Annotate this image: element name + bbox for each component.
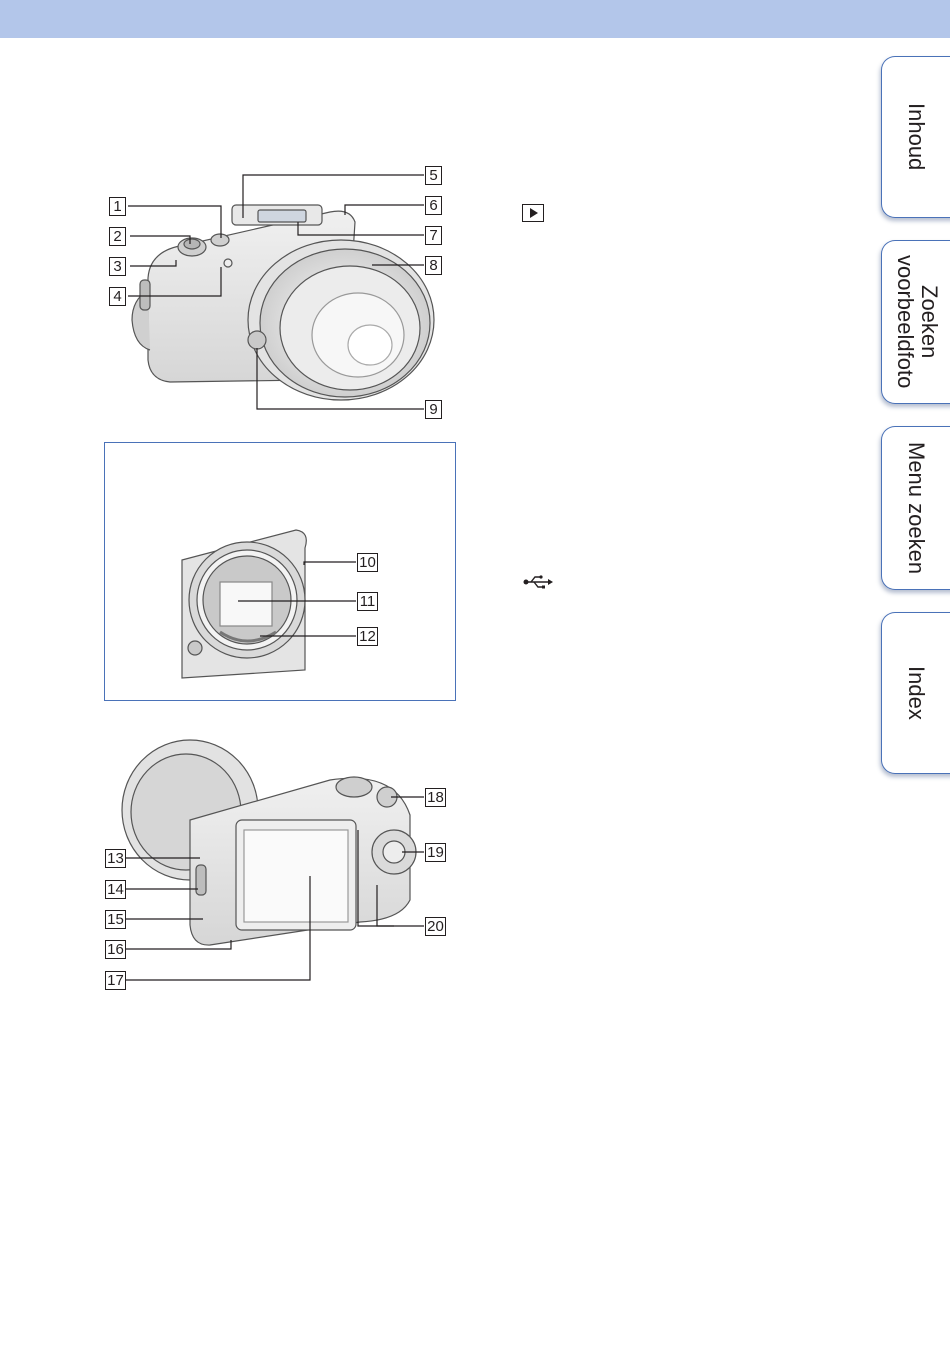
callout-9: 9 — [425, 400, 442, 419]
usb-icon — [523, 575, 553, 589]
callout-11: 11 — [357, 592, 378, 611]
callout-2: 2 — [109, 227, 126, 246]
callout-12: 12 — [357, 627, 378, 646]
callout-13: 13 — [105, 849, 126, 868]
callout-7: 7 — [425, 226, 442, 245]
callout-14: 14 — [105, 880, 126, 899]
callout-20: 20 — [425, 917, 446, 936]
callout-18: 18 — [425, 788, 446, 807]
callout-15: 15 — [105, 910, 126, 929]
callout-8: 8 — [425, 256, 442, 275]
front-camera-illustration — [132, 205, 434, 400]
callout-19: 19 — [425, 843, 446, 862]
back-camera-illustration — [122, 740, 416, 945]
callout-3: 3 — [109, 257, 126, 276]
callout-4: 4 — [109, 287, 126, 306]
callout-6: 6 — [425, 196, 442, 215]
callout-1: 1 — [109, 197, 126, 216]
callout-16: 16 — [105, 940, 126, 959]
callout-17: 17 — [105, 971, 126, 990]
callout-5: 5 — [425, 166, 442, 185]
callout-10: 10 — [357, 553, 378, 572]
playback-icon — [522, 204, 544, 222]
lens-mount-inset-frame — [104, 442, 456, 701]
